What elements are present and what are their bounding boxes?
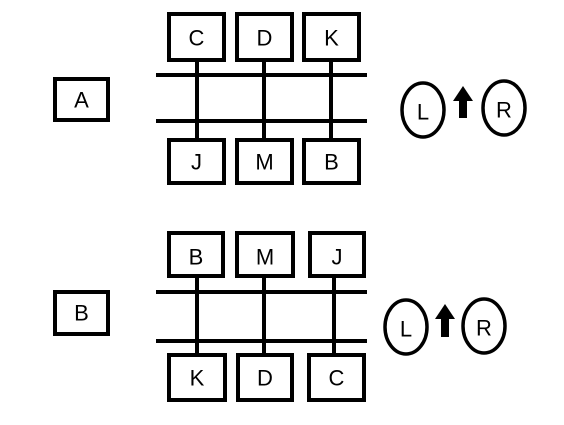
- diagram-a-label-box: [53, 77, 110, 122]
- diagram-a-top-label-3: K: [324, 26, 339, 51]
- up-arrow-icon: [435, 304, 455, 337]
- diagram-a-bottom-box-1: [167, 138, 226, 185]
- diagram-b-right-circle-label: R: [476, 316, 492, 341]
- diagram-a-bottom-label-1: J: [191, 150, 202, 175]
- diagram-a-bottom-label-2: M: [255, 150, 273, 175]
- diagram-a-bottom-label-3: B: [324, 150, 339, 175]
- diagram-b-bottom-label-2: D: [257, 366, 273, 391]
- diagram-b-top-box-3: [308, 231, 366, 278]
- diagram-b-top-label-1: B: [189, 245, 204, 270]
- diagram-a-bottom-box-2: [235, 138, 294, 185]
- diagram-b-bottom-box-1: [167, 353, 227, 402]
- diagram-b-label: B: [74, 301, 89, 326]
- diagram-a-right-circle: [481, 79, 527, 137]
- diagram-b-top-label-2: M: [256, 245, 274, 270]
- diagram-b-label-box: [53, 290, 110, 336]
- diagram-a-top-box-1: [167, 12, 226, 62]
- diagram-a-top-label-2: D: [257, 26, 273, 51]
- diagram-a-left-circle-label: L: [417, 100, 429, 125]
- diagram-a-right-circle-label: R: [496, 98, 512, 123]
- diagram-a-bottom-box-3: [302, 138, 361, 185]
- diagram-a-top-box-3: [302, 12, 361, 62]
- diagram-a-left-circle: [400, 81, 446, 139]
- diagram-b-bottom-box-3: [307, 353, 366, 402]
- diagram-b-bottom-label-1: K: [190, 366, 205, 391]
- diagram-b-bottom-label-3: C: [329, 366, 345, 391]
- diagram-a: A C D K J M B L R: [53, 12, 527, 185]
- up-arrow-icon: [453, 86, 473, 118]
- diagram-a-top-label-1: C: [189, 26, 205, 51]
- diagram-b-left-circle-label: L: [400, 317, 412, 342]
- diagram-b: B B M J K D C L R: [53, 231, 507, 402]
- diagram-b-right-circle: [461, 297, 507, 355]
- diagram-b-left-circle: [383, 298, 429, 356]
- diagram-b-bottom-box-2: [236, 353, 294, 402]
- diagram-a-top-box-2: [235, 12, 294, 62]
- diagram-b-top-box-2: [235, 231, 295, 278]
- diagram-b-top-box-1: [167, 231, 225, 278]
- diagram-b-top-label-3: J: [332, 245, 343, 270]
- diagram-a-label: A: [74, 88, 89, 113]
